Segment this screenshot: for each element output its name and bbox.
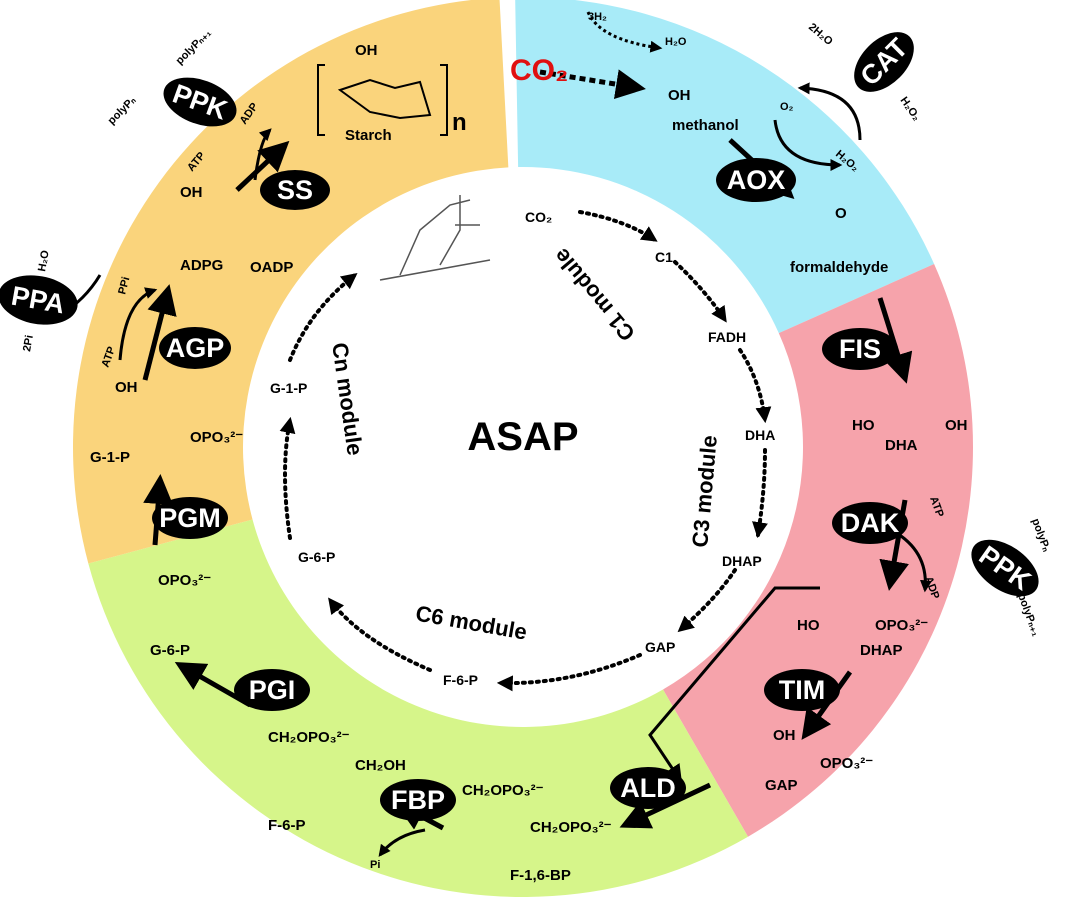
dha-label: DHA <box>885 437 918 454</box>
enzyme-ppk-right: PPK <box>971 539 1039 596</box>
co2-input: CO₂ <box>510 54 568 87</box>
f6p-label: F-6-P <box>268 817 306 834</box>
f6p-ch2opo3: CH₂OPO₃²⁻ <box>268 729 350 746</box>
starch-n: n <box>452 109 467 136</box>
svg-text:SS: SS <box>277 175 313 205</box>
inner-co2: CO₂ <box>525 209 552 225</box>
inner-g6p: G-6-P <box>298 549 335 565</box>
methanol-oh: OH <box>668 87 691 104</box>
methanol-label: methanol <box>672 117 739 134</box>
c1-module-label: C1 module <box>549 244 640 346</box>
c3-module-label: C3 module <box>687 434 722 548</box>
cofactor-pi: Pi <box>370 859 380 871</box>
cofactor-2h2o: 2H₂O <box>806 21 835 48</box>
cofactor-ppi: PPi <box>116 276 132 296</box>
enzyme-dak: DAK <box>832 502 908 544</box>
enzyme-cat: CAT <box>854 32 914 92</box>
dha-ho: HO <box>852 417 875 434</box>
arrow-gap-f6p <box>496 653 642 692</box>
inner-dha: DHA <box>745 427 775 443</box>
asap-title: ASAP <box>467 415 578 459</box>
enzyme-pgm: PGM <box>152 497 228 539</box>
starch-label: Starch <box>345 127 392 144</box>
g1p-opo3: OPO₃²⁻ <box>190 429 243 446</box>
arrow-c1-fadh <box>673 260 727 323</box>
starch-brackets <box>317 64 448 136</box>
starch-branch-icon <box>379 195 491 281</box>
svg-text:TIM: TIM <box>779 675 826 705</box>
c3-module-sector <box>663 263 974 837</box>
cofactor-polypn-right: polyPₙ <box>1029 517 1052 554</box>
arrow-g1p-starch <box>288 273 358 362</box>
enzyme-aox: AOX <box>716 158 796 202</box>
fbp-label: F-1,6-BP <box>510 867 571 884</box>
inner-fadh: FADH <box>708 329 746 345</box>
dha-oh: OH <box>945 417 968 434</box>
svg-text:AOX: AOX <box>727 165 786 195</box>
fbp-ch2opo3-left: CH₂OPO₃²⁻ <box>462 782 544 799</box>
inner-f6p: F-6-P <box>443 672 478 688</box>
cofactor-h2o2-cat: H₂O₂ <box>898 95 923 123</box>
svg-text:FIS: FIS <box>839 334 881 364</box>
g1p-label: G-1-P <box>90 449 130 466</box>
cn-module-label: Cn module <box>327 341 368 457</box>
gap-oh: OH <box>773 727 796 744</box>
svg-text:AGP: AGP <box>166 333 225 363</box>
arrow-dhap-gap <box>677 568 737 633</box>
enzyme-ppa: PPA <box>0 275 78 325</box>
enzyme-pgi: PGI <box>234 669 310 711</box>
svg-text:FBP: FBP <box>391 785 445 815</box>
adpg-label: ADPG <box>180 257 223 274</box>
arrow-co2-c1 <box>578 210 658 242</box>
cn-module-sector <box>73 0 509 564</box>
c6-module-sector <box>88 519 749 898</box>
cofactor-h2o: H₂O <box>665 36 687 48</box>
cofactor-2pi: 2Pi <box>21 334 36 352</box>
svg-text:PGM: PGM <box>159 503 221 533</box>
svg-text:ALD: ALD <box>620 773 676 803</box>
enzyme-fbp: FBP <box>380 779 456 821</box>
inner-dhap: DHAP <box>722 553 762 569</box>
starch-oh: OH <box>355 42 378 59</box>
gap-label: GAP <box>765 777 798 794</box>
enzyme-fis: FIS <box>822 328 898 370</box>
g1p-oh: OH <box>115 379 138 396</box>
arrow-f6p-g6p <box>328 597 432 672</box>
inner-c1: C1 <box>655 249 673 265</box>
cofactor-polypn-top: polyPₙ <box>106 94 139 127</box>
adpg-oh: OH <box>180 184 203 201</box>
enzyme-tim: TIM <box>764 669 840 711</box>
svg-text:PGI: PGI <box>249 675 296 705</box>
cofactor-polypn1-top: polyPₙ₊₁ <box>174 27 214 67</box>
g6p-opo3: OPO₃²⁻ <box>158 572 211 589</box>
adpg-oadp: OADP <box>250 259 293 276</box>
dhap-ho: HO <box>797 617 820 634</box>
inner-g1p: G-1-P <box>270 380 307 396</box>
inner-cycle <box>279 210 772 692</box>
inner-gap: GAP <box>645 639 675 655</box>
dhap-opo3: OPO₃²⁻ <box>875 617 928 634</box>
arrow-g6p-g1p <box>279 416 296 540</box>
cofactor-polypn1-right: polyPₙ₊₁ <box>1015 592 1042 639</box>
f6p-ch2oh: CH₂OH <box>355 757 406 774</box>
cofactor-o2: O₂ <box>780 101 794 113</box>
formaldehyde-label: formaldehyde <box>790 259 888 276</box>
g6p-label: G-6-P <box>150 642 190 659</box>
svg-text:DAK: DAK <box>841 508 900 538</box>
enzyme-ald: ALD <box>610 767 686 809</box>
enzyme-ss: SS <box>260 170 330 210</box>
cofactor-3h2: 3H₂ <box>588 11 607 23</box>
arrow-fadh-dha <box>738 348 772 424</box>
gap-opo3: OPO₃²⁻ <box>820 755 873 772</box>
fbp-ch2opo3-right: CH₂OPO₃²⁻ <box>530 819 612 836</box>
cofactor-h2o-ppa: H₂O <box>36 249 52 273</box>
dhap-label: DHAP <box>860 642 903 659</box>
arrow-dha-dhap <box>752 448 768 539</box>
enzyme-agp: AGP <box>159 327 231 369</box>
c6-module-label: C6 module <box>414 601 529 645</box>
formaldehyde-o: O <box>835 205 847 222</box>
